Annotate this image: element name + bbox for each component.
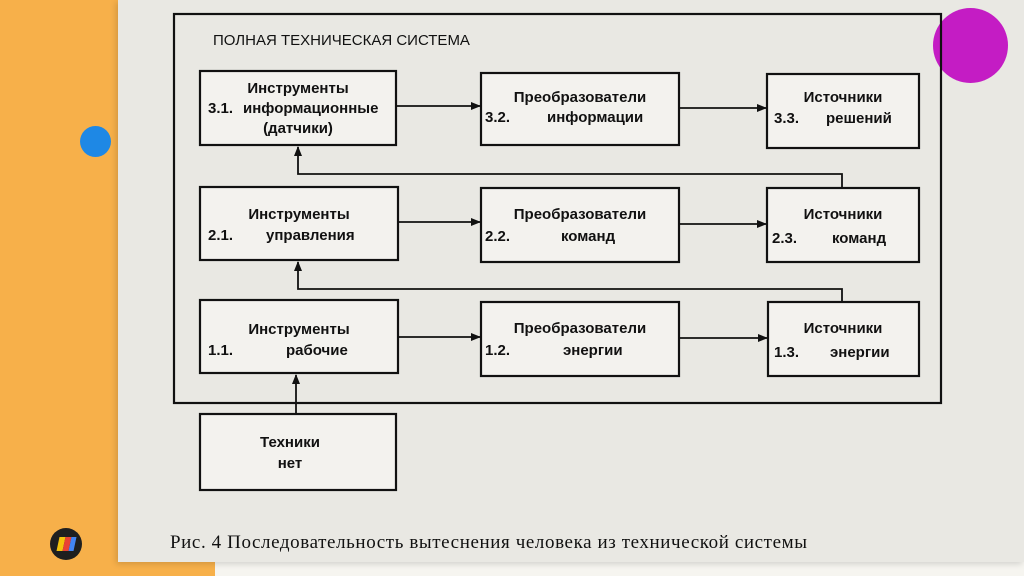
box-3-1-line-1: Инструменты (247, 80, 348, 97)
box-2-3-line-2: команд (832, 230, 887, 247)
box-2-1-line-2: управления (266, 227, 355, 244)
feedback-arrow-2-3-to-3-1 (294, 146, 843, 188)
purple-dot-decoration (933, 8, 1008, 83)
box-1-1-number: 1.1. (208, 342, 233, 359)
box-2-1: Инструменты 2.1. управления (198, 185, 400, 262)
blue-dot-decoration (80, 126, 111, 157)
box-3-3-number: 3.3. (774, 110, 799, 127)
box-1-3: Источники 1.3. энергии (766, 300, 921, 378)
box-1-1-line-2: рабочие (286, 342, 348, 359)
logo-icon (50, 528, 82, 560)
box-1-2-line-1: Преобразователи (514, 320, 646, 337)
box-1-3-number: 1.3. (774, 344, 799, 361)
box-2-2-number: 2.2. (485, 228, 510, 245)
diagram-title: ПОЛНАЯ ТЕХНИЧЕСКАЯ СИСТЕМА (213, 32, 470, 49)
box-3-3-line-1: Источники (804, 89, 883, 106)
box-3-3: Источники 3.3. решений (765, 72, 921, 150)
figure-caption: Рис. 4 Последовательность вытеснения чел… (170, 532, 808, 553)
box-3-2: Преобразователи 3.2. информации (479, 71, 681, 147)
system-frame (172, 12, 943, 405)
box-1-2-number: 1.2. (485, 342, 510, 359)
box-1-3-line-1: Источники (804, 320, 883, 337)
box-3-3-line-2: решений (826, 110, 892, 127)
feedback-arrow-1-3-to-2-1 (294, 261, 843, 302)
box-1-2: Преобразователи 1.2. энергии (479, 300, 681, 378)
box-2-3-number: 2.3. (772, 230, 797, 247)
box-3-1-number: 3.1. (208, 100, 233, 117)
box-3-1-line-2: информационные (243, 100, 378, 117)
box-1-2-line-2: энергии (563, 342, 623, 359)
box-1-1-line-1: Инструменты (248, 321, 349, 338)
box-no-technology-line-1: Техники (260, 434, 320, 451)
box-3-2-line-2: информации (547, 109, 643, 126)
box-2-3: Источники 2.3. команд (765, 186, 921, 264)
box-1-1: Инструменты 1.1. рабочие (198, 298, 400, 375)
box-2-2-line-1: Преобразователи (514, 206, 646, 223)
box-3-2-number: 3.2. (485, 109, 510, 126)
box-3-1-line-3: (датчики) (263, 120, 333, 137)
box-2-2-line-2: команд (561, 228, 616, 245)
box-2-2: Преобразователи 2.2. команд (479, 186, 681, 264)
box-2-3-line-1: Источники (804, 206, 883, 223)
box-3-1: Инструменты 3.1. информационные (датчики… (198, 69, 398, 147)
box-2-1-line-1: Инструменты (248, 206, 349, 223)
box-2-1-number: 2.1. (208, 227, 233, 244)
box-1-3-line-2: энергии (830, 344, 890, 361)
box-3-2-line-1: Преобразователи (514, 89, 646, 106)
box-no-technology: Техники нет (198, 412, 398, 492)
box-no-technology-line-2: нет (278, 455, 303, 472)
